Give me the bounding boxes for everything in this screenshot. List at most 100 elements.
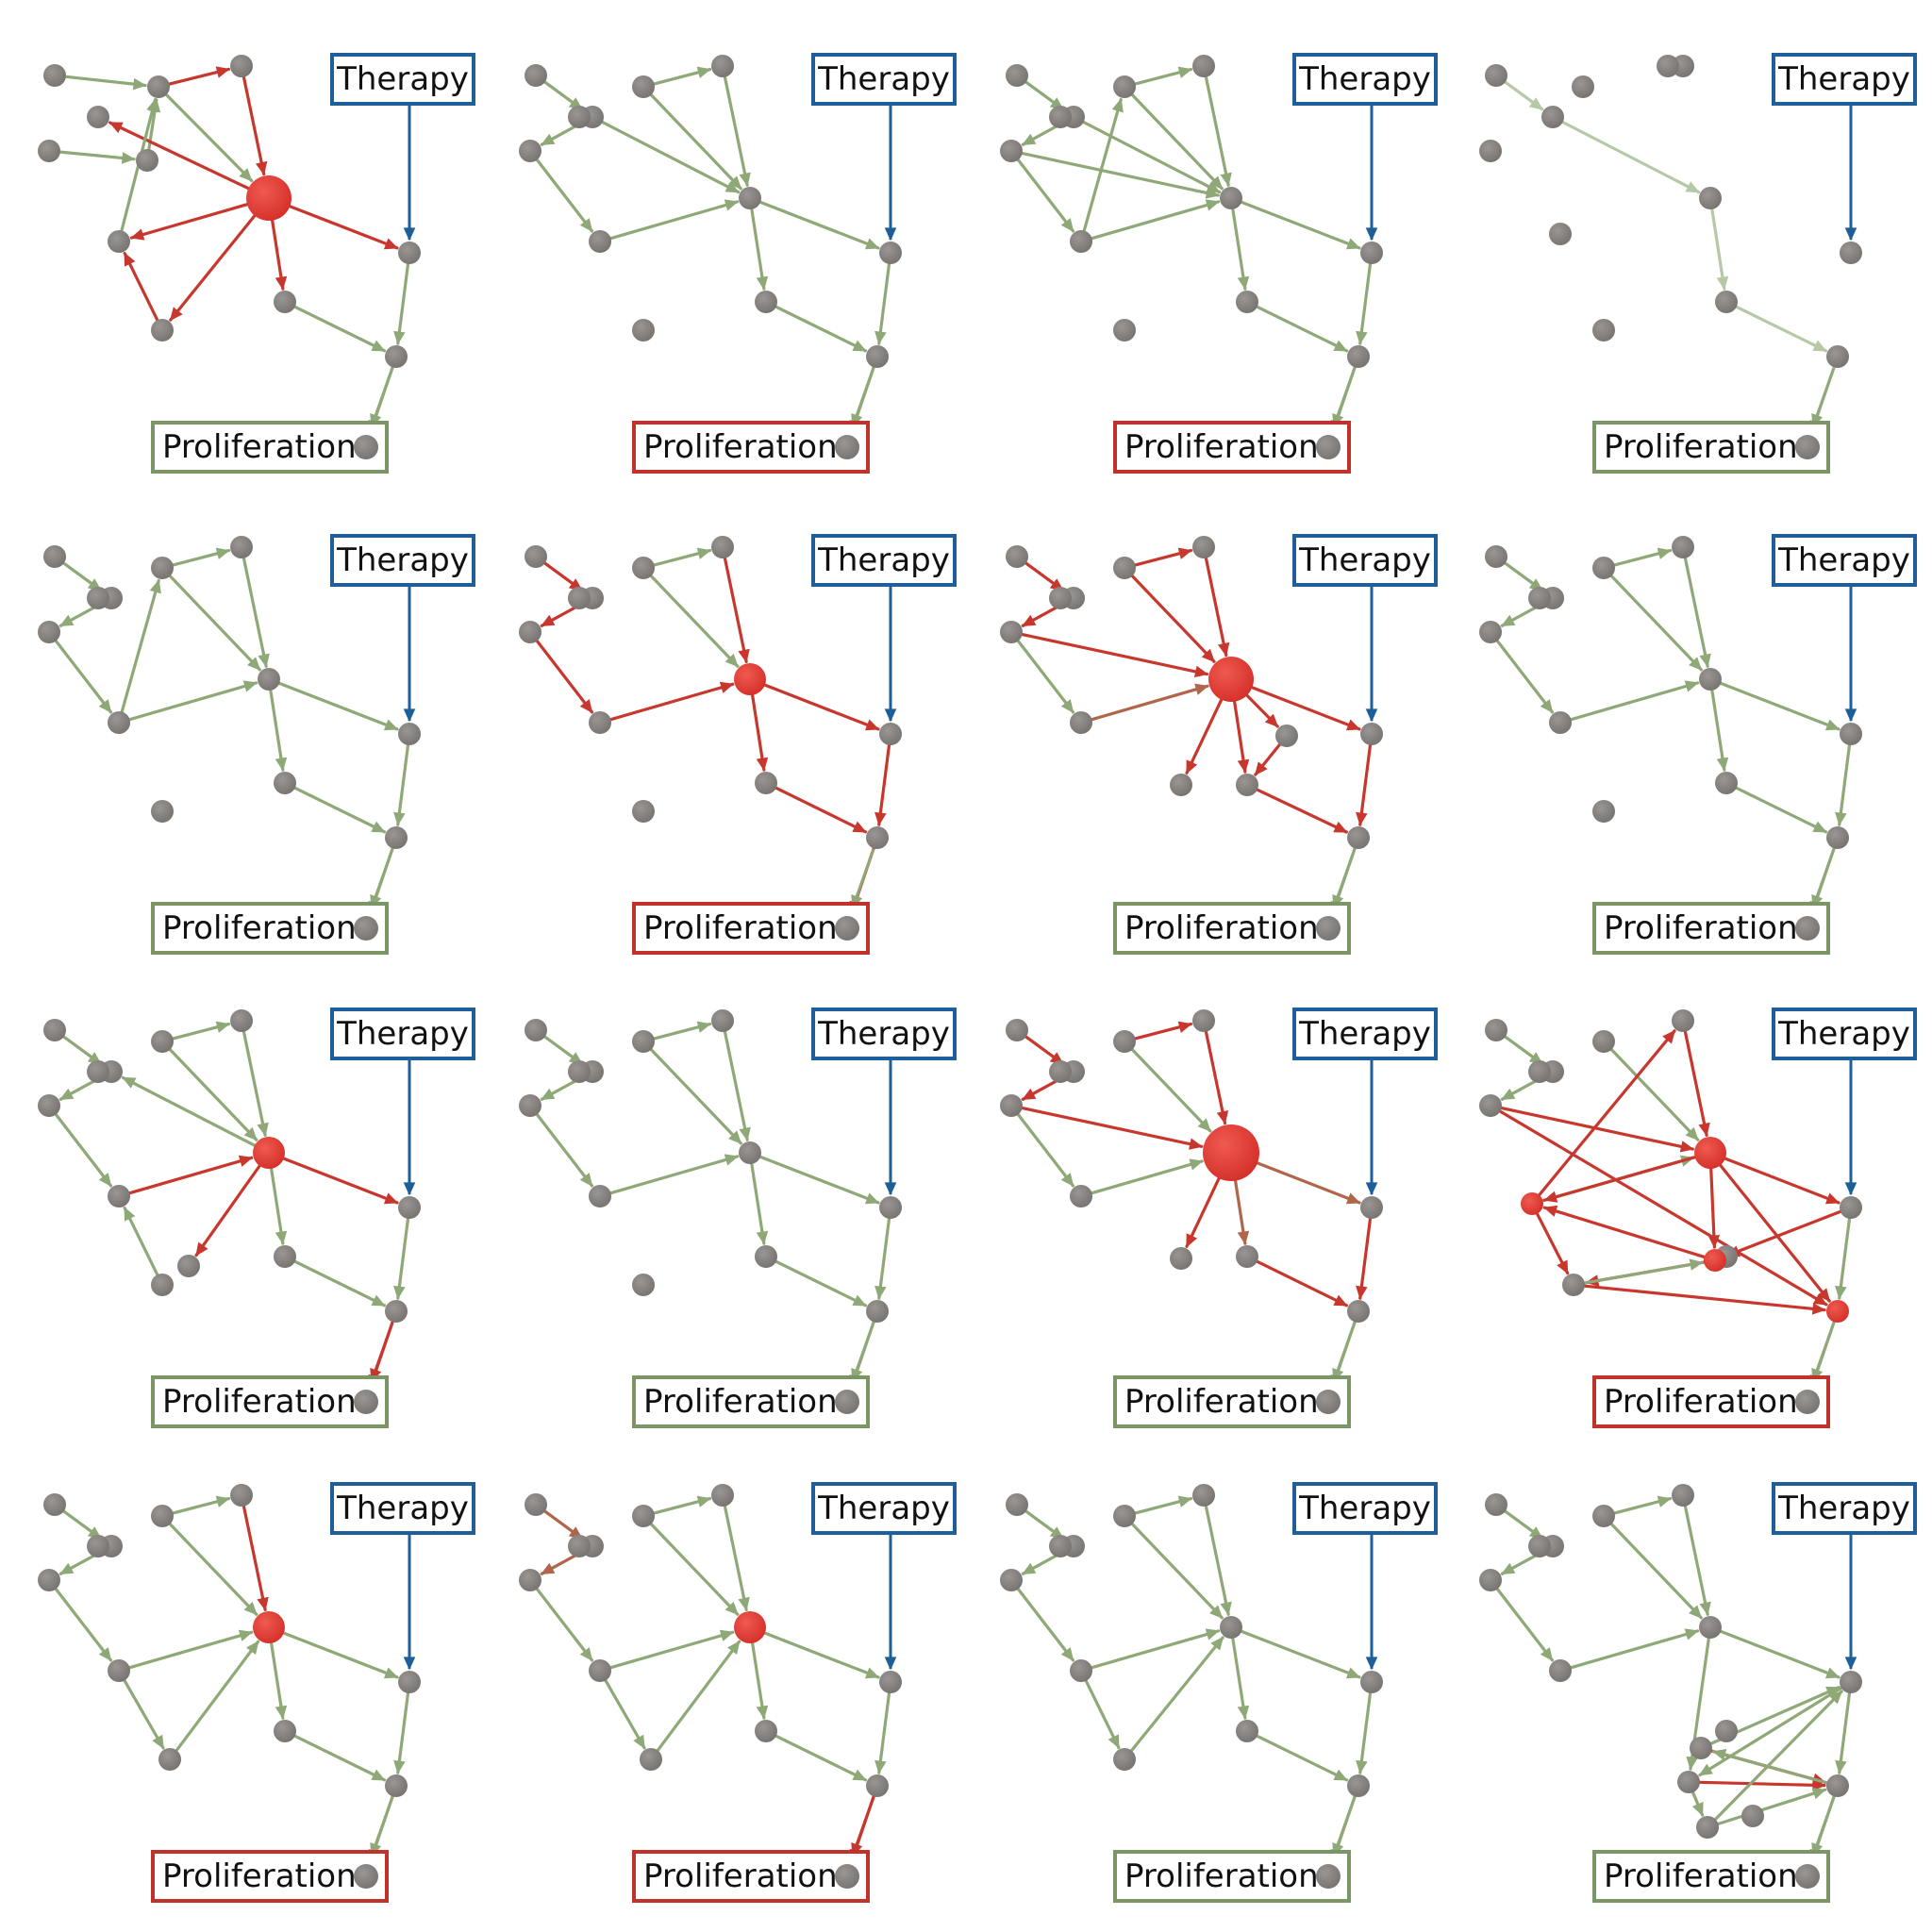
node-a	[43, 545, 66, 568]
proliferation-node	[1795, 1390, 1820, 1414]
proliferation-node	[1795, 1864, 1820, 1889]
node-i	[1170, 774, 1192, 796]
edge-e-g	[1495, 639, 1555, 714]
edge-e-g	[535, 1112, 594, 1188]
proliferation-input-edge	[1332, 1322, 1357, 1383]
edge-a-b	[1024, 561, 1065, 592]
edge-a-b	[62, 1035, 103, 1066]
edge-H-k	[1719, 1163, 1831, 1303]
edge-H-T	[1724, 1157, 1840, 1205]
node-j	[755, 1720, 777, 1742]
edge-g-H	[127, 1629, 254, 1670]
edge-H-g	[1542, 1156, 1697, 1203]
hub-node	[1220, 1616, 1242, 1639]
edge-g-H	[608, 1629, 735, 1670]
therapy-label: Therapy	[336, 1015, 469, 1053]
edge-H-T	[1240, 200, 1361, 250]
edge-e-g	[1016, 1112, 1075, 1188]
edge-H-j	[1710, 689, 1729, 772]
node-y	[1690, 1737, 1712, 1759]
edge-H-T	[282, 1157, 399, 1205]
node-T	[1840, 1196, 1862, 1219]
hub-node	[1208, 657, 1254, 702]
proliferation-box	[151, 421, 389, 474]
node-T	[398, 242, 421, 264]
node-i	[632, 1274, 655, 1296]
edge-g-H	[127, 680, 258, 722]
node-T	[879, 242, 902, 264]
edge-a-b	[1024, 80, 1065, 111]
edge-c-H	[242, 557, 270, 668]
hub-node	[739, 187, 761, 209]
edge-H-i	[194, 1164, 261, 1257]
node-f	[151, 1505, 174, 1527]
node-c	[1192, 536, 1215, 558]
proliferation-node	[354, 916, 378, 941]
edge-H-j	[1231, 208, 1250, 291]
edge-H-b	[121, 1075, 257, 1147]
edge-T-y	[1725, 1209, 1842, 1257]
node-y	[1704, 1249, 1726, 1272]
therapy-label: Therapy	[817, 60, 950, 98]
hub-node	[734, 1611, 766, 1643]
proliferation-label: Proliferation	[643, 909, 838, 947]
node-d	[87, 1060, 109, 1083]
node-e	[519, 140, 541, 162]
edge-f-c	[653, 1021, 712, 1041]
node-f	[632, 557, 655, 579]
edge-f-H	[1130, 93, 1224, 191]
node-f	[632, 1030, 655, 1053]
node-g	[1549, 223, 1572, 245]
node-f	[1592, 1030, 1615, 1053]
edge-f-H	[649, 1048, 742, 1145]
node-e	[38, 1569, 60, 1591]
edge-H-T	[1256, 1161, 1361, 1205]
proliferation-node	[1316, 1864, 1341, 1889]
therapy-box	[1772, 53, 1917, 106]
node-i	[177, 1255, 200, 1277]
edge-c-H	[723, 75, 751, 187]
therapy-label: Therapy	[1777, 541, 1910, 579]
node-k	[385, 1774, 408, 1797]
edge-H-j	[269, 1641, 288, 1720]
edge-c-H	[242, 1505, 269, 1611]
node-d	[87, 587, 109, 609]
edge-f-c	[172, 547, 231, 567]
node-i	[158, 1748, 181, 1771]
node-d	[87, 106, 109, 128]
edge-c-H	[242, 75, 268, 176]
proliferation-box	[632, 421, 870, 474]
edge-H-T	[288, 205, 399, 250]
edge-g-H	[1569, 1628, 1700, 1670]
node-k	[1826, 1300, 1849, 1323]
node-T	[1840, 242, 1862, 264]
node-c	[1672, 536, 1694, 558]
edge-b-H	[1082, 120, 1222, 194]
proliferation-input-edge	[851, 367, 875, 428]
node-T	[879, 1196, 902, 1219]
edge-c-H	[242, 1030, 269, 1137]
proliferation-input-edge	[370, 1322, 394, 1383]
node-d	[1049, 1535, 1072, 1557]
therapy-label: Therapy	[817, 1015, 950, 1053]
proliferation-input-edge	[370, 367, 394, 428]
edge-m-g	[123, 1206, 159, 1276]
node-g	[1070, 230, 1092, 253]
node-T	[1840, 723, 1862, 745]
node-T	[879, 1671, 902, 1693]
edge-H-d	[108, 121, 250, 191]
node-d	[568, 1535, 591, 1557]
edge-H-j	[750, 208, 769, 291]
node-d	[1049, 106, 1072, 128]
node-e	[1479, 621, 1502, 643]
hub-node	[253, 1137, 285, 1169]
edge-T-z	[1698, 1686, 1843, 1777]
edge-e-H	[1021, 151, 1220, 199]
edge-a-b	[543, 561, 584, 592]
node-i	[632, 319, 655, 341]
node-g	[1070, 1659, 1092, 1682]
